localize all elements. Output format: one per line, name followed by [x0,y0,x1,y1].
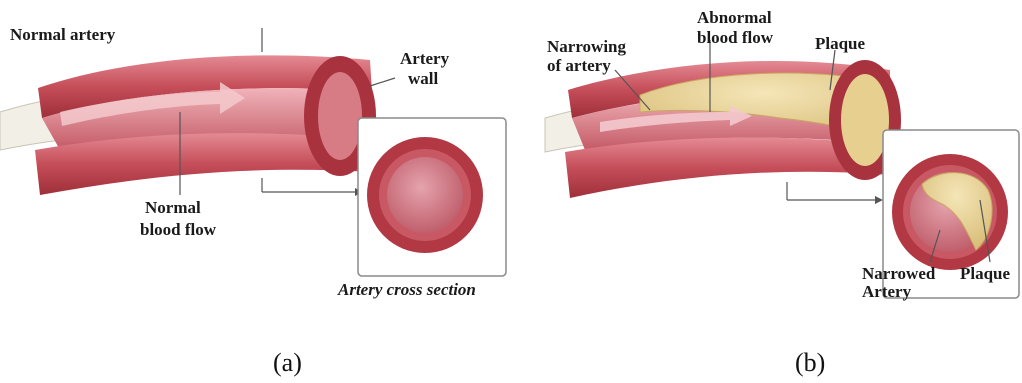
artery-b-open-end-inner [841,74,889,166]
label-normal-artery: Normal artery [10,25,115,44]
label-artery-wall-line2: wall [408,69,438,88]
cross-section-a-lumen [387,157,463,233]
artery-a-open-end-inner [318,72,362,160]
label-abnormal-flow-line2: blood flow [697,28,773,47]
caption-b: (b) [795,348,825,378]
label-narrowed-artery-line2: Artery [862,282,911,301]
caption-a: (a) [273,348,302,378]
label-artery-cross-section: Artery cross section [338,280,476,299]
label-narrowed-artery-line1: Narrowed [862,264,935,283]
label-plaque-top: Plaque [815,34,865,53]
label-normal-blood-flow-line1: Normal [145,198,201,217]
label-abnormal-flow-line1: Abnormal [697,8,772,27]
label-artery-wall-line1: Artery [400,49,449,68]
leader-artery-wall [370,78,395,86]
leader-cross-b-arrowhead [875,196,883,204]
label-narrowing-line2: of artery [547,56,611,75]
label-normal-blood-flow-line2: blood flow [140,220,216,239]
label-narrowing-line1: Narrowing [547,37,626,56]
panel-b [545,40,1019,298]
label-plaque-inset: Plaque [960,264,1010,283]
